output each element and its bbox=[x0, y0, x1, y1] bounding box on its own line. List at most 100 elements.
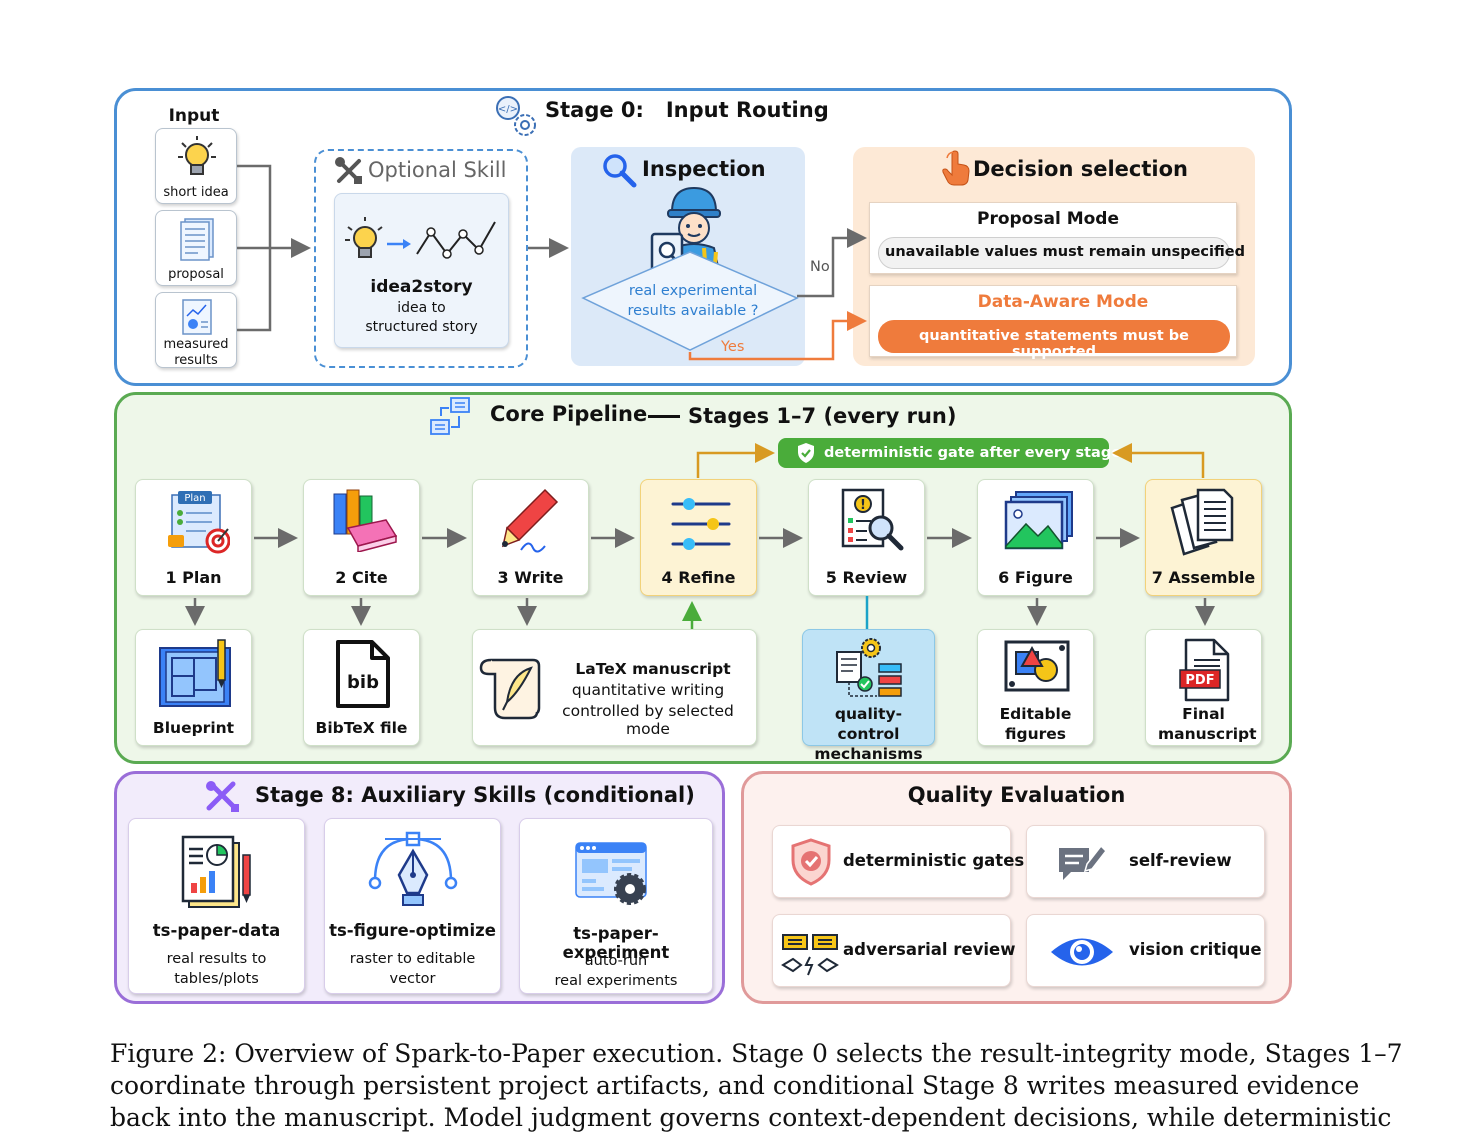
quality-title: Quality Evaluation bbox=[907, 783, 1126, 807]
input-measured-results: measured results bbox=[155, 292, 237, 368]
skill-paper-experiment: ts-paper-experiment auto-run real experi… bbox=[519, 818, 713, 994]
editable-figures-label: Editable figures bbox=[999, 705, 1072, 743]
skill-desc: tables/plots bbox=[174, 971, 259, 987]
caption-line: coordinate through persistent project ar… bbox=[110, 1071, 1360, 1100]
quality-deterministic-gates: deterministic gates bbox=[772, 825, 1024, 898]
pages-icon bbox=[1170, 488, 1234, 556]
step-label: 6 Figure bbox=[998, 568, 1073, 587]
output-label: Blueprint bbox=[152, 719, 235, 737]
quality-item: adversarial review bbox=[843, 940, 1016, 959]
shield-check-icon bbox=[798, 443, 814, 463]
stage8-tools-icon bbox=[206, 781, 239, 812]
caption-line: back into the manuscript. Model judgment… bbox=[110, 1103, 1392, 1132]
optional-skill-title: Optional Skill bbox=[368, 158, 507, 182]
bib-text: bib bbox=[347, 672, 379, 693]
skill-desc: real results to bbox=[166, 951, 267, 967]
lightbulb-icon bbox=[178, 136, 216, 175]
optional-skill-box bbox=[314, 149, 528, 368]
data-aware-rule: quantitative statements must be supporte… bbox=[919, 328, 1189, 360]
step-review: ! 5 Review bbox=[808, 479, 925, 596]
skill-paper-data: ts-paper-data real results to tables/plo… bbox=[128, 818, 305, 994]
step-refine: 4 Refine bbox=[640, 479, 757, 596]
core-title: Core Pipeline bbox=[490, 402, 648, 426]
output-qc: quality-control mechanisms bbox=[802, 629, 935, 763]
quality-adversarial-review: adversarial review bbox=[772, 914, 1016, 987]
step-label: 5 Review bbox=[825, 568, 908, 587]
quality-item: vision critique bbox=[1129, 940, 1262, 959]
pen-tool-icon bbox=[368, 831, 458, 906]
decision-title: Decision selection bbox=[973, 157, 1188, 181]
inspection-question: real experimental results available ? bbox=[627, 283, 759, 319]
output-label: BibTeX file bbox=[315, 719, 408, 737]
pdf-icon: PDF bbox=[1179, 638, 1230, 702]
core-title-dash bbox=[648, 415, 680, 418]
pdf-text: PDF bbox=[1185, 673, 1214, 688]
idea2story-desc: idea to structured story bbox=[365, 300, 478, 335]
svg-text:</>: </> bbox=[498, 104, 518, 115]
quality-self-review: self-review bbox=[1026, 825, 1265, 898]
inspection-title: Inspection bbox=[642, 157, 766, 181]
latex-line2: quantitative writing bbox=[571, 681, 725, 699]
tools-icon bbox=[335, 157, 362, 184]
output-final-manuscript: PDF Final manuscript bbox=[1145, 629, 1262, 746]
skill-name: ts-paper-data bbox=[152, 921, 281, 940]
skill-desc: vector bbox=[389, 971, 436, 987]
chat-edit-icon bbox=[1059, 844, 1107, 880]
routing-gears-icon: </> bbox=[496, 96, 536, 136]
skill-name: ts-figure-optimize bbox=[329, 921, 496, 940]
pen-icon bbox=[501, 488, 559, 553]
idea2story-title: idea2story bbox=[370, 277, 473, 297]
output-latex: LaTeX manuscript quantitative writing co… bbox=[472, 629, 757, 746]
step-cite: 2 Cite bbox=[303, 479, 420, 596]
output-bibtex: bib BibTeX file bbox=[303, 629, 420, 746]
document-icon bbox=[180, 218, 214, 261]
proposal-rule-pill bbox=[878, 237, 1230, 269]
latex-title: LaTeX manuscript bbox=[575, 660, 731, 678]
scroll-quill-icon bbox=[479, 658, 541, 720]
report-icon bbox=[181, 835, 251, 908]
plan-badge: Plan bbox=[184, 493, 205, 504]
image-icon bbox=[1004, 491, 1073, 550]
input-short-idea: short idea bbox=[155, 128, 237, 204]
pointer-hand-icon bbox=[942, 150, 970, 186]
step-figure: 6 Figure bbox=[977, 479, 1094, 596]
skill-desc: raster to editable bbox=[349, 951, 476, 967]
blueprint-icon bbox=[159, 639, 231, 707]
input-label: proposal bbox=[168, 267, 224, 282]
stage8-title: Stage 8: Auxiliary Skills (conditional) bbox=[255, 783, 695, 807]
step-label: 2 Cite bbox=[335, 568, 388, 587]
data-aware-rule-pill bbox=[878, 320, 1230, 353]
sliders-icon bbox=[671, 498, 731, 550]
caption-line: Figure 2: Overview of Spark-to-Paper exe… bbox=[110, 1039, 1403, 1068]
books-icon bbox=[333, 489, 398, 552]
gate-label: deterministic gate after every stage bbox=[824, 445, 1122, 461]
svg-text:!: ! bbox=[860, 498, 866, 513]
input-proposal: proposal bbox=[155, 210, 237, 286]
review-icon: ! bbox=[841, 488, 904, 551]
gear-flow-icon bbox=[836, 638, 902, 697]
stage0-title: Stage 0: Input Routing bbox=[545, 98, 829, 122]
no-label: No bbox=[810, 259, 830, 275]
skill-desc: auto-run bbox=[584, 953, 648, 969]
input-label: short idea bbox=[163, 185, 229, 200]
qc-label: quality-control mechanisms bbox=[814, 705, 923, 763]
gate-pill bbox=[778, 438, 1109, 468]
idea2story-card: idea2story idea to structured story bbox=[334, 193, 509, 348]
core-subtitle: Stages 1–7 (every run) bbox=[688, 404, 957, 428]
browser-gear-icon bbox=[575, 842, 647, 905]
quality-item: self-review bbox=[1129, 851, 1232, 870]
pipeline-icon bbox=[430, 397, 470, 435]
bib-file-icon: bib bbox=[336, 640, 390, 708]
step-assemble: 7 Assemble bbox=[1145, 479, 1262, 596]
shield-check-icon bbox=[791, 838, 831, 886]
step-label: 7 Assemble bbox=[1151, 568, 1256, 587]
step-write: 3 Write bbox=[472, 479, 589, 596]
plan-icon: Plan bbox=[168, 491, 230, 554]
skill-desc: real experiments bbox=[554, 973, 678, 989]
chart-doc-icon bbox=[182, 299, 212, 335]
skill-name: ts-paper-experiment bbox=[562, 924, 670, 962]
magnifier-icon bbox=[603, 154, 637, 188]
proposal-rule: unavailable values must remain unspecifi… bbox=[885, 244, 1245, 260]
final-manuscript-label: Final manuscript bbox=[1158, 705, 1257, 743]
quality-vision-critique: vision critique bbox=[1026, 914, 1265, 987]
